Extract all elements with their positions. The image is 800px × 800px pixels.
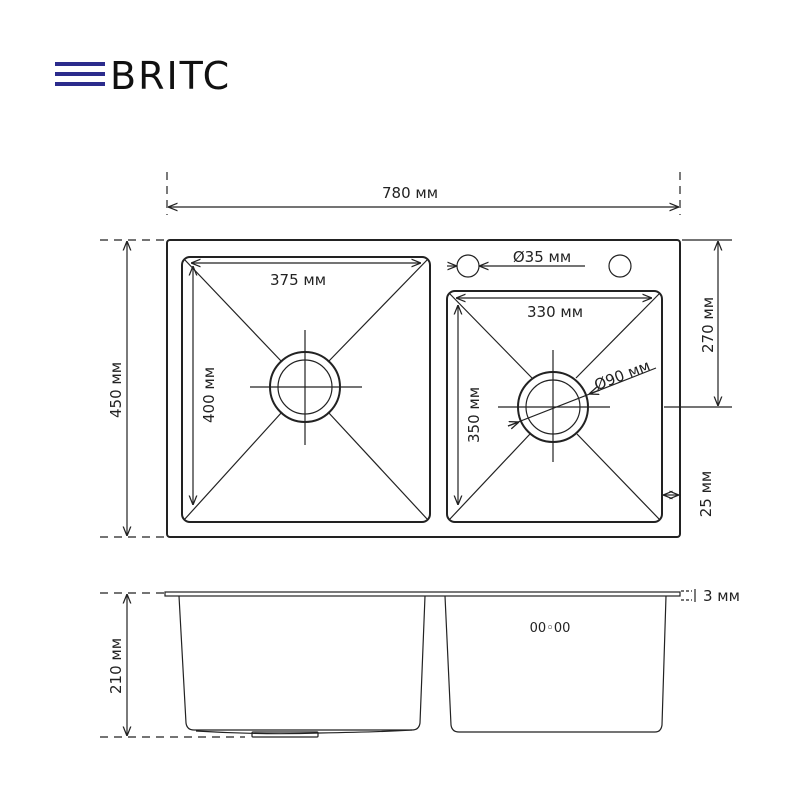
left-bowl-depth-label: 400 мм — [200, 367, 218, 423]
rim-thickness-label: 3 мм — [703, 587, 740, 605]
overall-depth-label: 450 мм — [107, 362, 125, 418]
brand-logo: BRITC — [55, 54, 231, 98]
depth-label: 210 мм — [107, 638, 125, 694]
right-bowl-offset-dimension: 270 мм — [664, 239, 732, 408]
overall-width-dimension: 780 мм — [166, 172, 681, 215]
drain-diameter-label: Ø90 мм — [592, 356, 653, 394]
overall-depth-dimension: 450 мм — [100, 239, 165, 538]
sink-rim — [164, 591, 681, 597]
edge-margin-dimension: 25 мм — [663, 471, 715, 518]
logo-bar — [55, 72, 105, 76]
left-bowl-width-label: 375 мм — [270, 271, 326, 289]
right-bowl-width-label: 330 мм — [527, 303, 583, 321]
tap-hole-left — [456, 254, 480, 278]
right-bowl: Ø90 мм 330 мм 350 мм — [446, 290, 663, 523]
edge-margin-label: 25 мм — [697, 471, 715, 518]
tap-hole-diameter-label: Ø35 мм — [513, 248, 571, 266]
right-bowl-profile — [444, 595, 667, 733]
logo-text: BRITC — [110, 54, 231, 98]
overall-width-label: 780 мм — [382, 184, 438, 202]
logo-bar — [55, 82, 105, 86]
right-bowl-offset-label: 270 мм — [699, 297, 717, 353]
tap-hole-right — [608, 254, 632, 278]
logo-bar — [55, 62, 105, 66]
left-bowl: 375 мм 400 мм — [181, 256, 431, 523]
drain-outlet — [251, 731, 319, 738]
sink-deck-outline — [166, 239, 681, 538]
side-view: 00◦00 210 мм 3 мм — [100, 587, 740, 738]
right-bowl-depth-label: 350 мм — [465, 387, 483, 443]
overflow-slots: 00◦00 — [530, 621, 571, 636]
left-bowl-profile — [178, 595, 426, 731]
